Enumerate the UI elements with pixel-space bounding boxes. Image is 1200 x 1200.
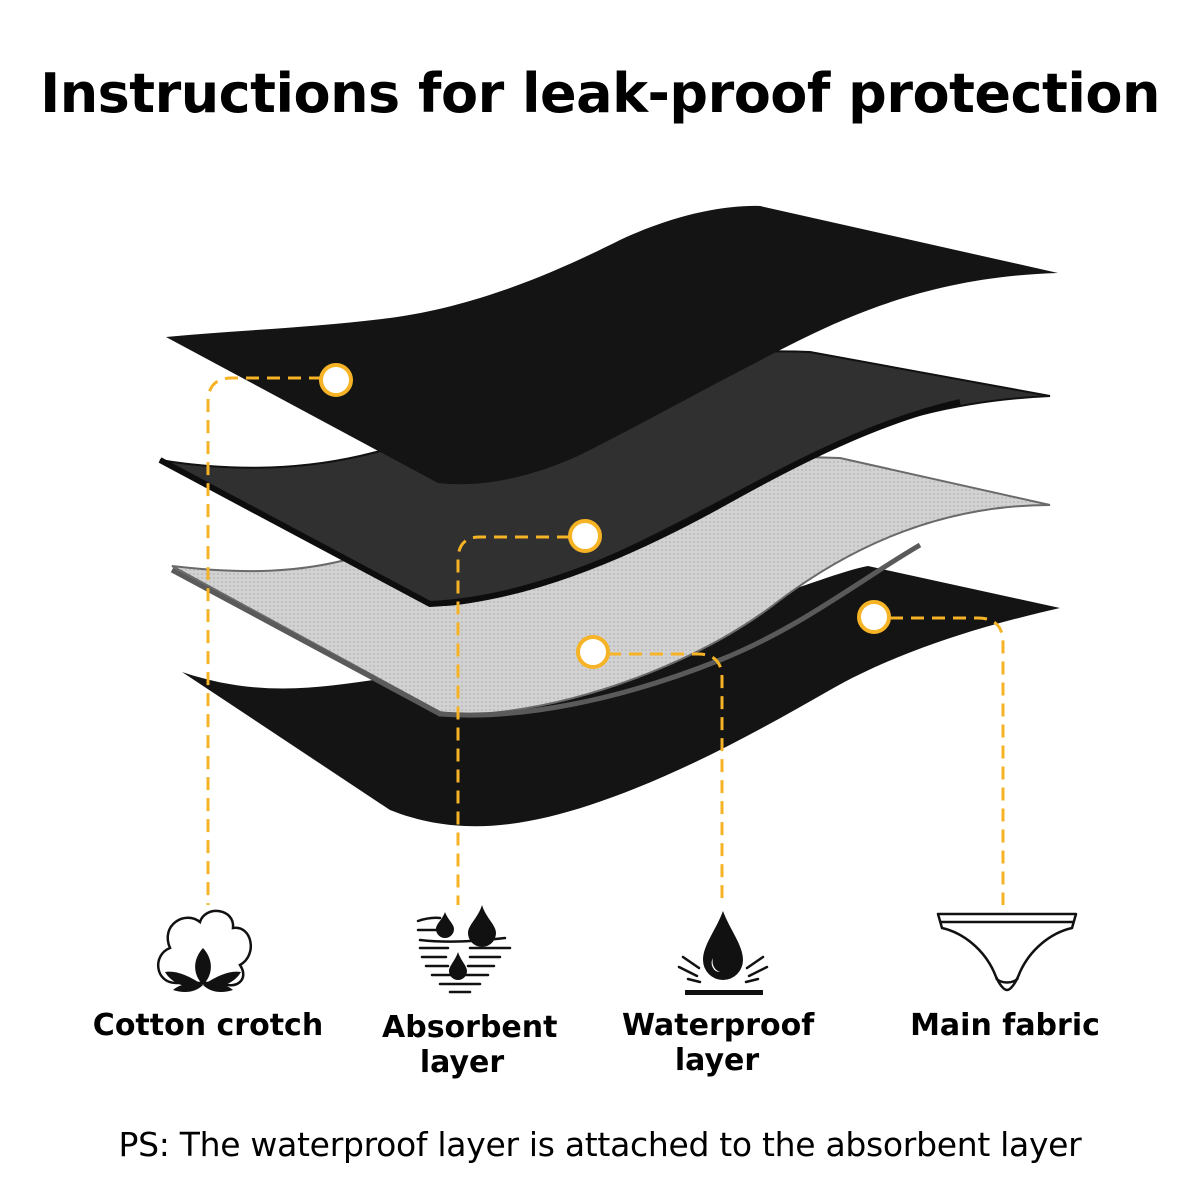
connector-main bbox=[890, 616, 1005, 905]
connector-absorbent bbox=[456, 535, 570, 905]
dot-main bbox=[857, 600, 891, 634]
dot-cotton bbox=[319, 363, 353, 397]
briefs-icon bbox=[936, 912, 1078, 992]
water-drop-repel-icon bbox=[677, 911, 769, 995]
absorbing-drops-icon bbox=[416, 905, 512, 994]
connector-lines bbox=[206, 376, 1005, 905]
main-fabric-layer bbox=[182, 566, 1060, 827]
dot-absorbent bbox=[568, 519, 602, 553]
label-cotton-crotch: Cotton crotch bbox=[92, 1008, 324, 1043]
connector-waterproof bbox=[608, 652, 724, 905]
waterproof-layer-edge bbox=[170, 542, 922, 718]
label-main-fabric: Main fabric bbox=[910, 1008, 1100, 1043]
footnote: PS: The waterproof layer is attached to … bbox=[118, 1125, 1082, 1164]
connector-dots bbox=[319, 363, 891, 669]
cotton-boll-icon bbox=[156, 909, 252, 993]
page-title: Instructions for leak-proof protection bbox=[40, 62, 1160, 125]
label-absorbent-layer: Absorbent layer bbox=[382, 1010, 558, 1080]
label-waterproof-layer: Waterproof layer bbox=[622, 1008, 815, 1078]
dot-waterproof bbox=[576, 635, 610, 669]
cotton-crotch-layer bbox=[166, 205, 1058, 485]
connector-cotton bbox=[206, 376, 322, 905]
absorbent-layer-edge bbox=[158, 399, 961, 608]
